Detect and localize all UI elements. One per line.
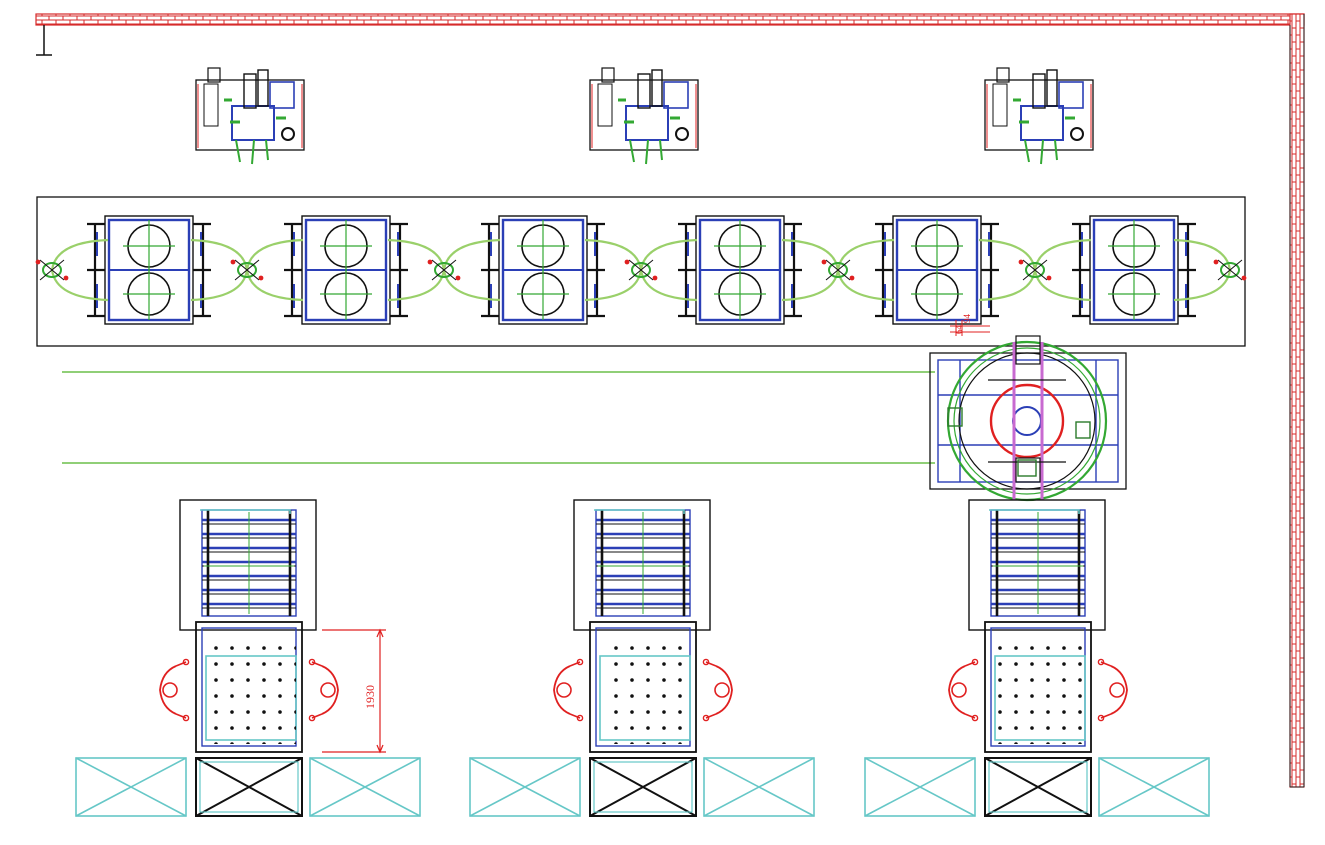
conveyor-guides (62, 371, 935, 464)
dimension-1930: 1930 (322, 628, 386, 754)
stations-bottom (75, 499, 1210, 817)
filter-line (35, 196, 1247, 347)
swing-link (584, 238, 698, 302)
small-dimension-b: 94 (962, 314, 972, 324)
operator-icon (1097, 658, 1128, 722)
swing-link (35, 238, 109, 302)
filter-unit (1072, 215, 1196, 325)
work-station (75, 499, 421, 817)
top-machine (984, 67, 1094, 165)
operator-icon (159, 658, 190, 722)
swing-link (978, 238, 1092, 302)
swing-link (387, 238, 501, 302)
operator-icon (948, 658, 979, 722)
swing-link (1173, 238, 1247, 302)
operator-icon (308, 658, 339, 722)
operator-icon (702, 658, 733, 722)
brick-wall (35, 13, 1305, 788)
operator-icon (553, 658, 584, 722)
filter-unit (678, 215, 802, 325)
column-marker (36, 25, 52, 56)
swing-link (190, 238, 304, 302)
swing-link (781, 238, 895, 302)
filter-unit (481, 215, 605, 325)
top-machine (589, 67, 699, 165)
filter-unit (87, 215, 211, 325)
rotary-table: 64 94 (929, 314, 1127, 502)
filter-unit (875, 215, 999, 325)
small-dimension-a: 64 (954, 325, 964, 335)
top-machine (195, 67, 305, 165)
dimension-label: 1930 (363, 685, 377, 709)
machines-top (195, 67, 1094, 165)
work-station (864, 499, 1210, 817)
work-station (469, 499, 815, 817)
filter-unit (284, 215, 408, 325)
